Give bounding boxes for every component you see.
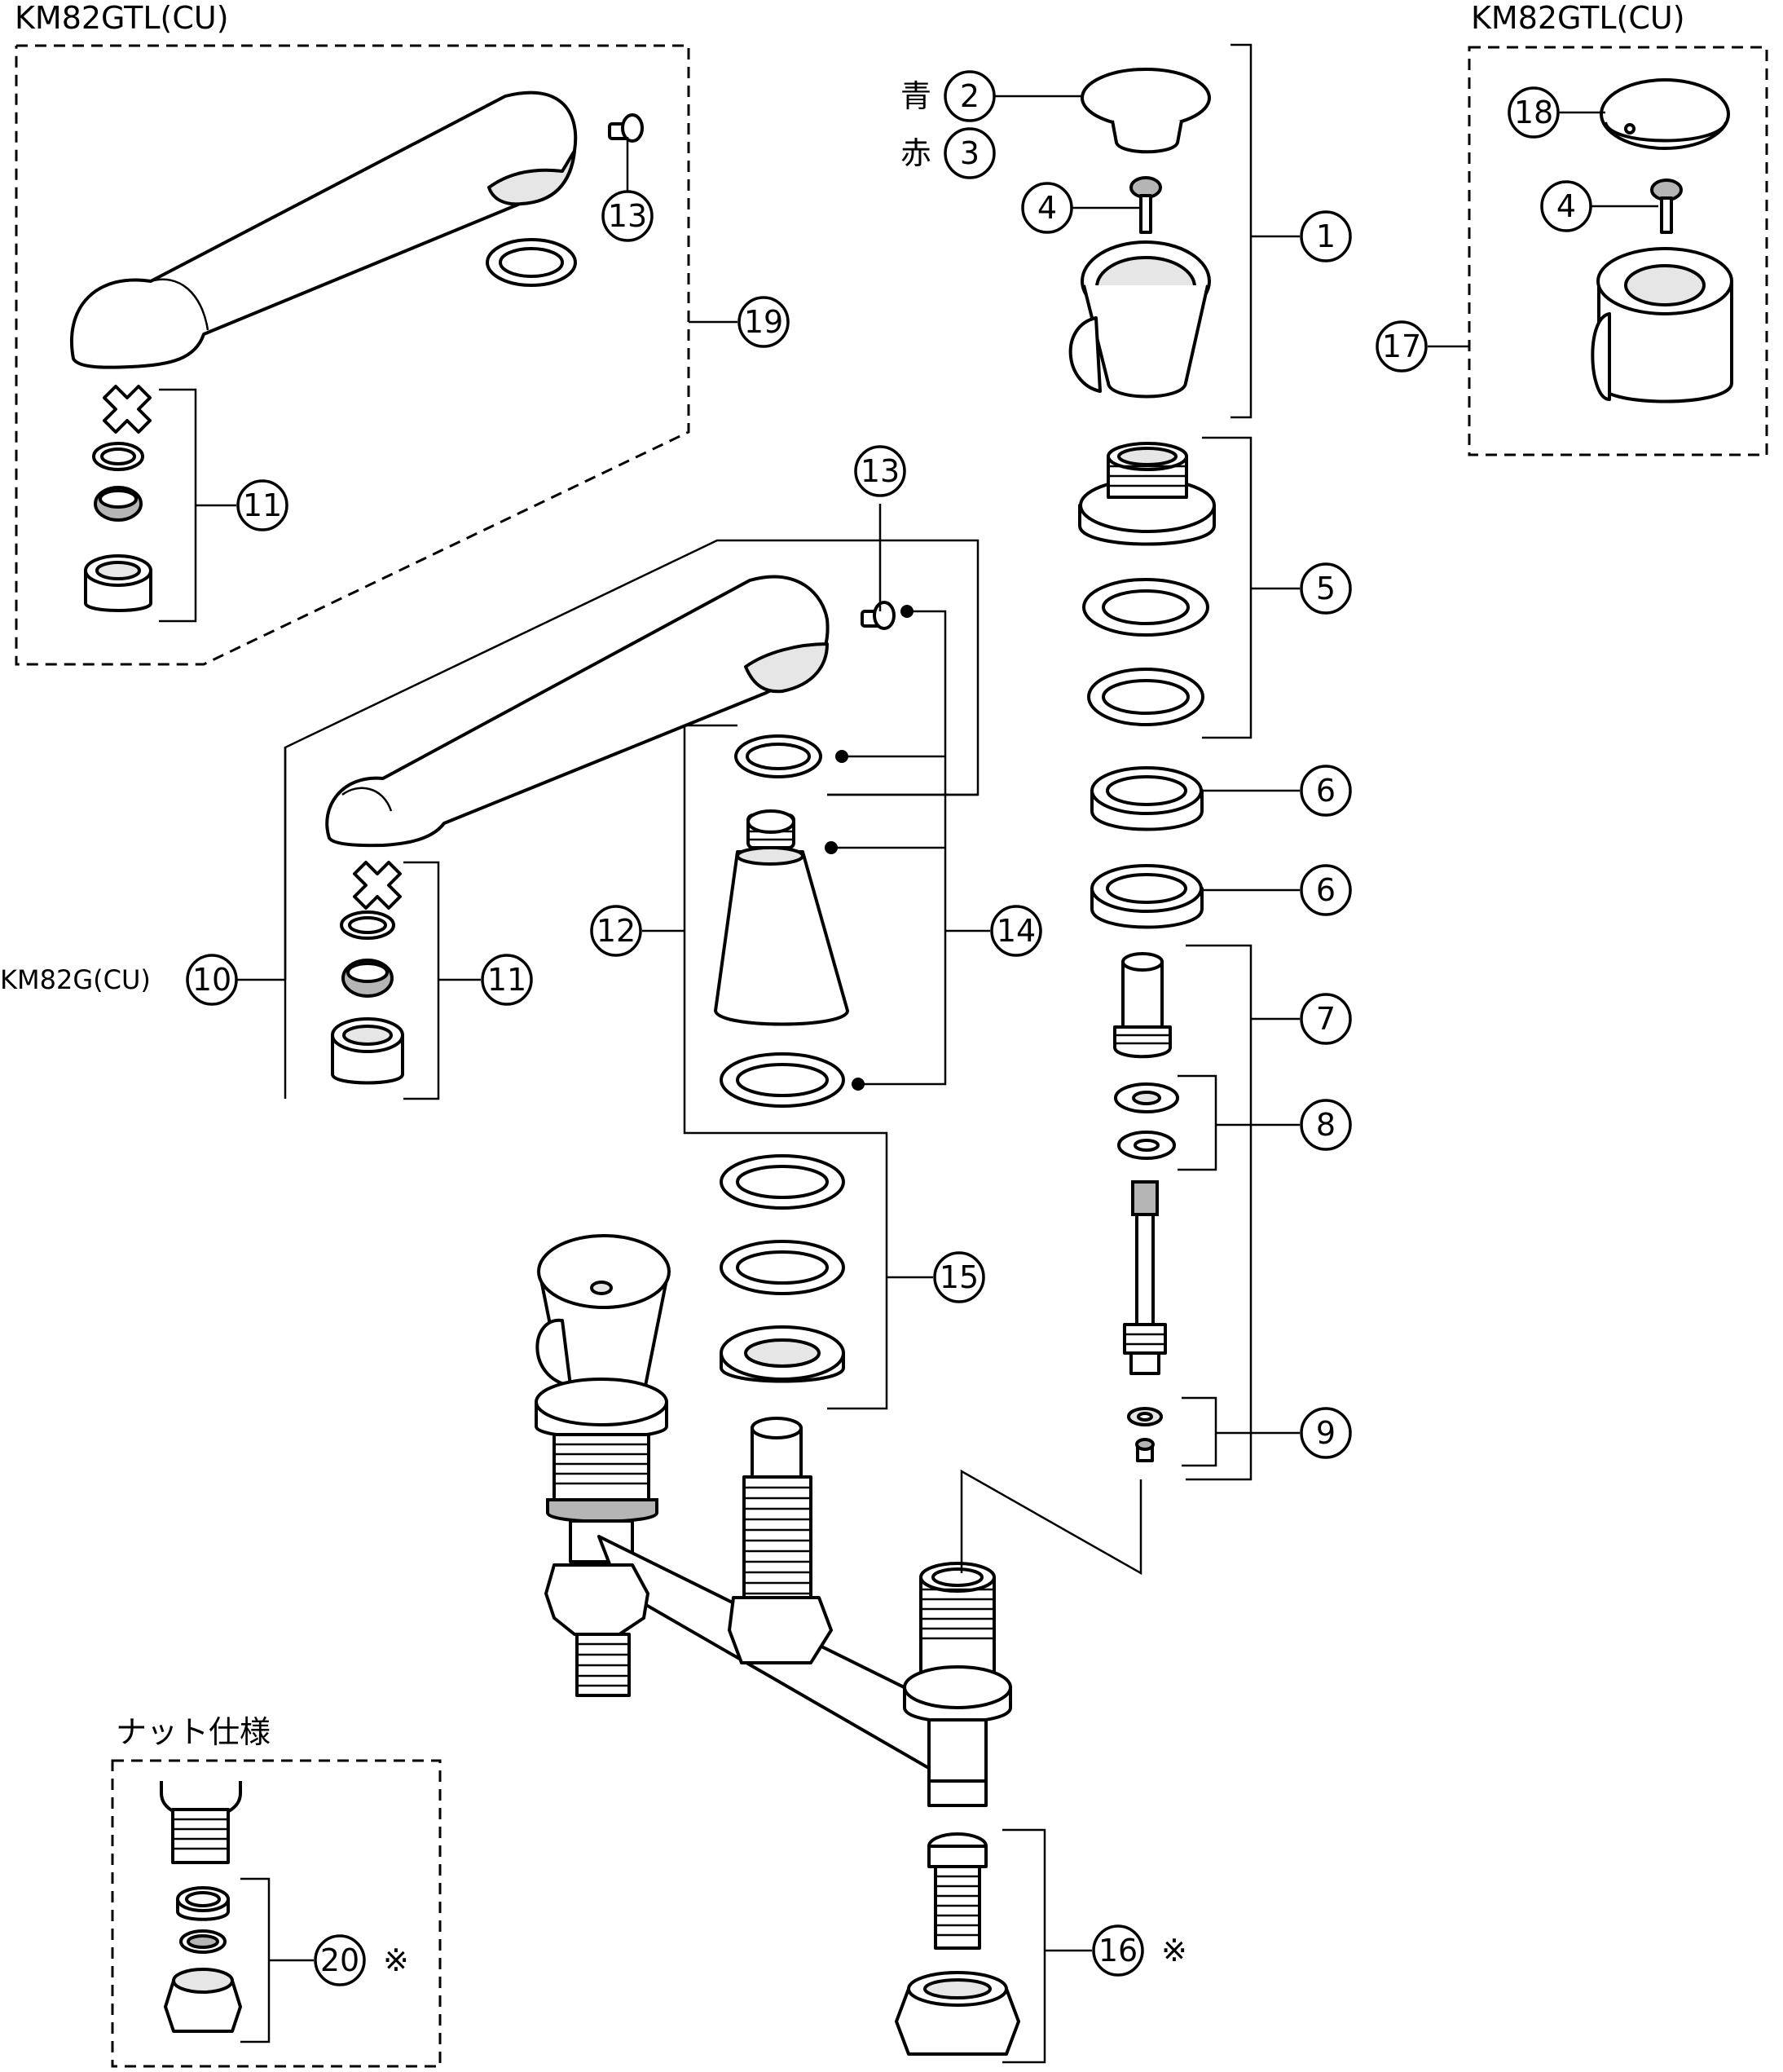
svg-text:7: 7: [1316, 1001, 1336, 1037]
note-mark-20: ※: [383, 1942, 409, 1978]
gtl-spout-body: [70, 90, 578, 369]
svg-text:13: 13: [608, 198, 647, 234]
main-spout-end-cap: [744, 642, 829, 694]
callout-6b: 6: [1300, 864, 1352, 916]
gtl-oring-inner: [499, 247, 564, 278]
nut-spec-label: ナット仕様: [116, 1714, 271, 1750]
handle-body-1: [1068, 240, 1211, 399]
svg-text:3: 3: [960, 135, 980, 171]
fitting-set-16: [895, 1828, 1092, 2064]
callout-15: 15: [933, 1251, 985, 1303]
main-spout-seam: [341, 787, 393, 812]
nut-spec-dashed-box: [111, 1759, 442, 2068]
model-label-km82g: KM82G(CU): [0, 964, 151, 995]
svg-text:9: 9: [1316, 1415, 1336, 1451]
gtl-aerator-set: [84, 385, 152, 612]
svg-text:2: 2: [960, 78, 980, 114]
svg-text:12: 12: [597, 913, 636, 949]
callout-20: 20: [314, 1934, 366, 1986]
svg-text:1: 1: [1316, 218, 1336, 254]
callout-8: 8: [1300, 1099, 1352, 1151]
callout-16: 16: [1092, 1924, 1144, 1977]
callout-1: 1: [1300, 210, 1352, 262]
gtl-spout-seam: [150, 278, 209, 331]
spindle-9: [1123, 1180, 1167, 1462]
gtl-screw-13: [608, 113, 644, 143]
model-label-gtl-right: KM82GTL(CU): [1471, 0, 1685, 36]
callout-10: 10: [186, 954, 238, 1006]
callout-7: 7: [1300, 993, 1352, 1045]
screw-4: [1129, 176, 1162, 234]
callout-18: 18: [1508, 86, 1560, 139]
svg-text:18: 18: [1514, 95, 1553, 130]
gtl-handle-group: KM82GTL(CU): [1428, 0, 1768, 456]
svg-text:20: 20: [320, 1942, 359, 1978]
handle-parts-column: [994, 43, 1300, 1481]
callout-6a: 6: [1300, 765, 1352, 817]
cone-assembly-group: [642, 605, 990, 1135]
callout-badges: 1 2 3 4 4 5 6 6 7 8 9 10 11 11 12 13 13 …: [186, 70, 1592, 1986]
stem-sleeve-7: [1113, 952, 1172, 1059]
svg-text:14: 14: [997, 913, 1036, 949]
callout-12: 12: [590, 905, 642, 957]
gtl-spout-group: KM82GTL(CU): [15, 0, 737, 666]
callout-13b: 13: [854, 445, 906, 497]
model-label-gtl-left: KM82GTL(CU): [15, 0, 229, 36]
main-spout-body: [325, 575, 830, 848]
flange-nut-5: [1078, 442, 1216, 546]
svg-text:4: 4: [1037, 190, 1057, 226]
svg-text:8: 8: [1316, 1107, 1336, 1143]
svg-text:6: 6: [1316, 773, 1336, 809]
cap-2-3: [1081, 68, 1211, 128]
svg-text:11: 11: [243, 487, 282, 523]
callout-9: 9: [1300, 1407, 1352, 1459]
note-mark-16: ※: [1161, 1933, 1187, 1968]
handle-body-17: [1591, 247, 1733, 403]
svg-text:6: 6: [1316, 872, 1336, 908]
svg-text:4: 4: [1556, 188, 1576, 224]
color-label-red: 赤: [900, 135, 931, 171]
svg-text:16: 16: [1098, 1933, 1138, 1968]
faucet-body: [535, 1234, 1142, 1807]
svg-text:11: 11: [487, 962, 526, 998]
callout-14: 14: [990, 905, 1042, 957]
callout-19: 19: [737, 296, 790, 348]
callout-2: 2: [944, 70, 996, 122]
callout-13a: 13: [601, 190, 654, 242]
callout-3: 3: [944, 127, 996, 179]
svg-text:5: 5: [1316, 571, 1336, 606]
nut-spec-group: ナット仕様: [111, 1714, 442, 2068]
main-aerator-set: [331, 861, 404, 1085]
cone-sleeve: [714, 809, 849, 1026]
svg-text:19: 19: [744, 304, 783, 340]
callout-5: 5: [1300, 562, 1352, 615]
callout-17: 17: [1376, 320, 1428, 373]
gtl-spout-end-cap: [487, 149, 576, 206]
callout-4a: 4: [1021, 182, 1073, 234]
washer-set-15: [720, 1131, 933, 1410]
main-spout-group: [236, 504, 980, 1100]
screw-4-gtl: [1650, 179, 1683, 234]
svg-text:17: 17: [1382, 328, 1421, 364]
callout-4b: 4: [1540, 180, 1592, 232]
svg-text:10: 10: [192, 962, 231, 998]
gtl-handle-dashed-box: [1468, 46, 1768, 456]
main-screw-13: [861, 601, 896, 630]
callout-11b: 11: [481, 954, 533, 1006]
svg-text:15: 15: [940, 1259, 979, 1295]
callout-11a: 11: [236, 479, 288, 531]
color-label-blue: 青: [900, 78, 931, 114]
svg-text:13: 13: [861, 453, 900, 489]
